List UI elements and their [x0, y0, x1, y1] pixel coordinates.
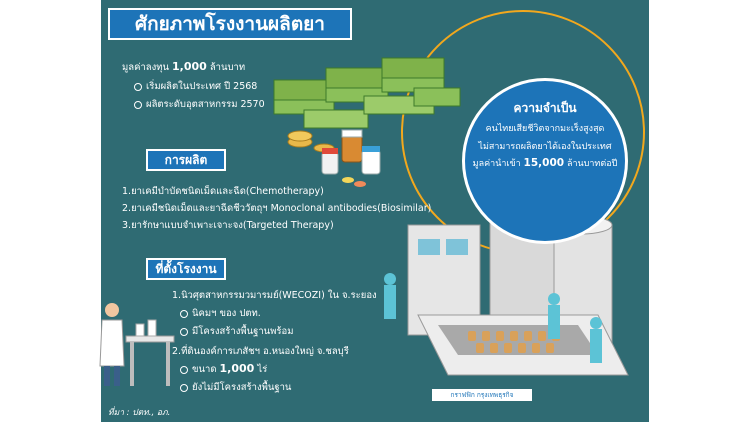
site2-item-text: ยังไม่มีโครงสร้างพื้นฐาน	[192, 382, 292, 393]
medicine-bottles-illustration	[321, 129, 381, 187]
banknote-stacks	[273, 57, 461, 129]
site1-title: 1.นิวศุตสาหกรรมวมารมย์(WECOZI) ใน จ.ระยอ…	[172, 290, 377, 301]
site1-item-text: มีโครงสร้างพื้นฐานพร้อม	[192, 326, 294, 337]
site2-item-2: ยังไม่มีโครงสร้างพื้นฐาน	[180, 380, 291, 395]
site2-size-prefix: ขนาด	[192, 364, 220, 375]
site2-size-suffix: ไร่	[254, 364, 268, 375]
need-line-2: ไม่สามารถผลิตยาได้เองในประเทศ	[478, 142, 612, 152]
location-heading: ที่ตั้งโรงงาน	[146, 258, 226, 280]
site1-item-2: มีโครงสร้างพื้นฐานพร้อม	[180, 324, 294, 339]
investment-item-text: ผลิตระดับอุตสาหกรรม 2570	[146, 99, 265, 110]
site2-item-1: ขนาด 1,000 ไร่	[180, 362, 267, 377]
investment-prefix: มูลค่าลงทุน	[122, 62, 173, 73]
investment-item-2: ผลิตระดับอุตสาหกรรม 2570	[134, 97, 265, 112]
production-item-3: 3.ยารักษาแบบจำเพาะเจาะจง(Targeted Therap…	[122, 220, 334, 231]
investment-line: มูลค่าลงทุน 1,000 ล้านบาท	[122, 60, 245, 75]
need-line-1: คนไทยเสียชีวิตจากมะเร็งสูงสุด	[485, 124, 605, 134]
need-import-amount: 15,000	[523, 157, 565, 169]
investment-amount: 1,000	[172, 60, 207, 73]
need-import-suffix: ล้านบาทต่อปี	[564, 159, 618, 169]
factory-machinery-illustration	[384, 195, 629, 376]
lab-scientist-illustration	[99, 303, 175, 386]
investment-suffix: ล้านบาท	[206, 62, 246, 73]
production-heading: การผลิต	[146, 149, 226, 171]
worker-figures	[384, 273, 602, 363]
page-title: ศักยภาพโรงงานผลิตยา	[108, 8, 352, 40]
site2-title: 2.ที่ดินองค์การเภสัชฯ อ.หนองใหญ่ จ.ชลบุร…	[172, 346, 349, 357]
site2-size-amount: 1,000	[219, 362, 255, 375]
need-import-prefix: มูลค่านำเข้า	[472, 159, 524, 169]
bullet-circle-icon	[180, 327, 188, 336]
bullet-circle-icon	[134, 82, 142, 91]
bullet-circle-icon	[180, 365, 188, 374]
graphic-credit: กราฟฟิก กรุงเทพธุรกิจ	[432, 389, 532, 401]
source-note: ที่มา : ปตท., อภ.	[108, 408, 171, 418]
site1-item-1: นิคมฯ ของ ปตท.	[180, 306, 261, 321]
need-title: ความจำเป็น	[513, 101, 577, 115]
site1-item-text: นิคมฯ ของ ปตท.	[192, 308, 261, 319]
need-line-3: มูลค่านำเข้า 15,000 ล้านบาทต่อปี	[465, 156, 625, 170]
production-item-2: 2.ยาเคมีชนิดเม็ดและยาฉีดชีววัตถุฯ Monocl…	[122, 203, 432, 214]
bullet-circle-icon	[180, 309, 188, 318]
investment-item-1: เริ่มผลิตในประเทศ ปี 2568	[134, 79, 257, 94]
need-circle: ความจำเป็น คนไทยเสียชีวิตจากมะเร็งสูงสุด…	[462, 78, 628, 244]
production-item-1: 1.ยาเคมีบำบัดชนิดเม็ดและฉีด(Chemotherapy…	[122, 186, 324, 197]
investment-item-text: เริ่มผลิตในประเทศ ปี 2568	[146, 81, 258, 92]
bullet-circle-icon	[180, 383, 188, 392]
bullet-circle-icon	[134, 100, 142, 109]
